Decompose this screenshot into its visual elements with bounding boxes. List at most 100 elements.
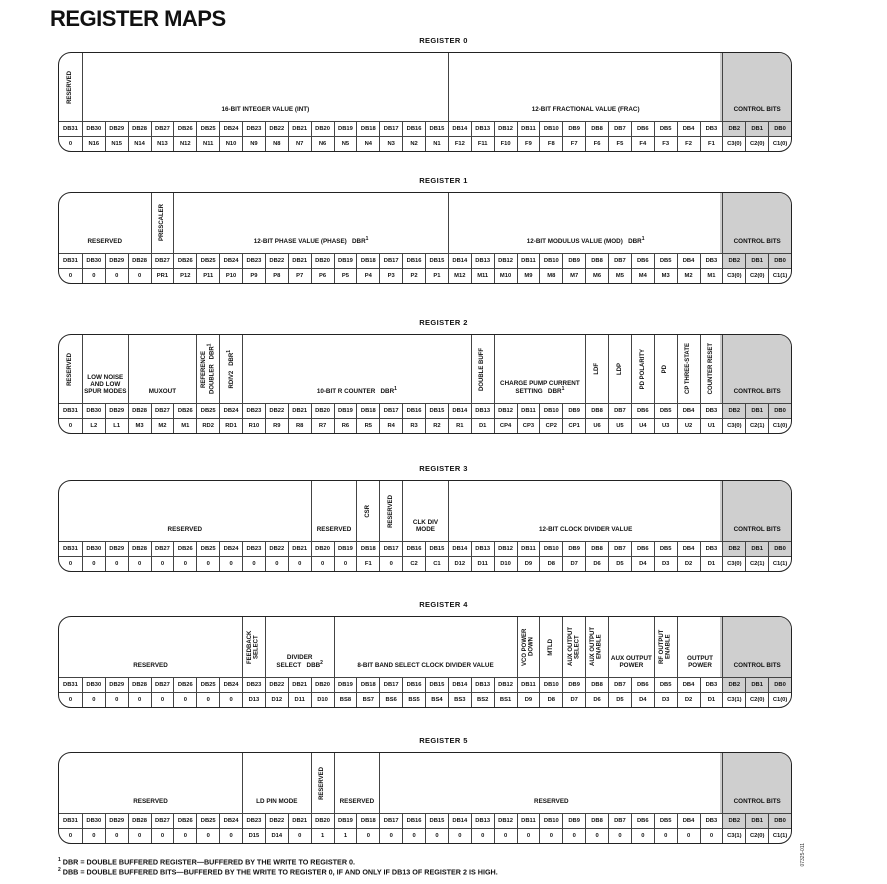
bit-header-cell: DB12 [493,253,517,268]
bit-value-cell: 0 [196,692,220,707]
bit-value-cell: F9 [516,136,540,151]
bit-value-cell: C1(0) [768,136,791,151]
bit-header-cell: DB4 [676,121,700,136]
bit-value-cell: M5 [608,268,631,283]
bit-header-cell: DB18 [356,403,380,418]
bit-value-cell: D14 [264,828,288,843]
field-control-bits: CONTROL BITS [722,53,791,121]
field-aux-output-select: AUX OUTPUT SELECT [562,617,585,677]
bit-value-cell: P9 [242,268,265,283]
dbr-label: DBB [306,661,321,669]
bit-header-cell: DB11 [516,253,540,268]
field-label: RF OUTPUT ENABLE [659,629,672,665]
field-label: RESERVED [133,797,168,805]
bit-value-cell: N6 [310,136,334,151]
bit-value-cell: F3 [653,136,677,151]
field-mtld: MTLD [539,617,562,677]
bit-value-cell: N13 [150,136,174,151]
field-rf-output-enable: RF OUTPUT ENABLE [653,617,677,677]
bit-value-cell: CP2 [539,418,563,433]
bit-header-cell: DB26 [173,121,197,136]
bit-header-cell: DB3 [699,677,723,692]
bit-value-cell: U3 [653,418,677,433]
bit-value-cell: M9 [516,268,540,283]
bit-value-cell: 0 [59,828,82,843]
bit-header-cell: DB12 [493,677,517,692]
bit-header-cell: DB16 [402,253,425,268]
bit-value-cell: BS1 [493,692,517,707]
field-12-bit-fractional-value-frac: 12-BIT FRACTIONAL VALUE (FRAC) [447,53,723,121]
field-control-bits: CONTROL BITS [722,753,791,813]
field-low-noise-and-low-spur-modes: LOW NOISE AND LOW SPUR MODES [81,335,128,403]
bit-value-cell: 0 [173,828,197,843]
bit-value-cell: 0 [196,828,220,843]
bit-header-cell: DB28 [127,253,151,268]
bit-header-cell: DB27 [150,403,174,418]
bit-header-cell: DB25 [196,677,220,692]
bit-header-cell: DB13 [470,253,494,268]
bit-header-cell: DB10 [539,403,563,418]
bit-header-cell: DB5 [653,121,677,136]
bit-value-cell: 0 [562,828,586,843]
bit-header-cell: DB23 [242,121,265,136]
bit-value-cell: 0 [287,556,311,571]
dbr-label: DBR [547,387,562,395]
bit-value-cell: M2 [150,418,174,433]
bit-header-cell: DB10 [539,253,563,268]
field-16-bit-integer-value-int: 16-BIT INTEGER VALUE (INT) [81,53,448,121]
bit-value-cell: C3(0) [722,136,746,151]
bit-header-cell: DB26 [173,541,197,556]
bit-header-cell: DB16 [402,403,425,418]
bit-header-cell: DB19 [333,253,357,268]
bit-header-cell: DB3 [699,813,723,828]
bit-header-cell: DB2 [722,813,746,828]
bit-header-cell: DB4 [676,813,700,828]
bit-header-cell: DB7 [608,253,631,268]
bit-header-cell: DB21 [287,403,311,418]
bit-value-cell: C2(0) [745,692,769,707]
bit-header-cell: DB17 [379,813,403,828]
bit-value-cell: D11 [470,556,494,571]
field-label: AUX OUTPUT ENABLE [590,627,604,667]
bit-value-cell: 1 [310,828,334,843]
field-label: RESERVED [534,797,569,805]
bit-header-cell: DB11 [516,677,540,692]
bit-header-cell: DB6 [630,121,654,136]
field-pd: PD [653,335,677,403]
bit-value-cell: 0 [150,692,174,707]
bit-header-cell: DB24 [219,403,242,418]
bit-header-cell: DB4 [676,541,700,556]
bit-value-cell: C2 [402,556,425,571]
bit-header-cell: DB8 [585,813,608,828]
bit-header-cell: DB20 [310,121,334,136]
bit-value-cell: D6 [585,556,608,571]
bit-header-cell: DB23 [242,403,265,418]
bit-header-cell: DB1 [745,403,769,418]
bit-header-cell: DB13 [470,121,494,136]
bit-value-cell: 0 [127,556,151,571]
bit-value-cell: N9 [242,136,265,151]
bit-value-cell: 0 [264,556,288,571]
bit-value-cell: D6 [585,692,608,707]
bit-header-cell: DB9 [562,253,586,268]
field-ldp: LDP [608,335,631,403]
register-title: REGISTER 2 [419,318,468,327]
dbr-label: DBR [228,352,235,366]
bit-header-cell: DB21 [287,253,311,268]
bit-header-cell: DB10 [539,813,563,828]
bit-value-cell: N4 [356,136,380,151]
bit-header-cell: DB22 [264,813,288,828]
bit-header-cell: DB5 [653,541,677,556]
field-label: CONTROL BITS [733,797,781,805]
field-reserved: RESERVED [59,617,242,677]
field-label: RESERVED [167,525,203,533]
bit-value-cell: R9 [264,418,288,433]
bit-header-cell: DB30 [81,813,105,828]
field-label: MUXOUT [148,387,177,395]
bit-header-cell: DB15 [425,813,448,828]
bit-header-cell: DB21 [287,813,311,828]
bit-value-cell: M7 [562,268,586,283]
field-label: RESERVED [339,797,375,805]
